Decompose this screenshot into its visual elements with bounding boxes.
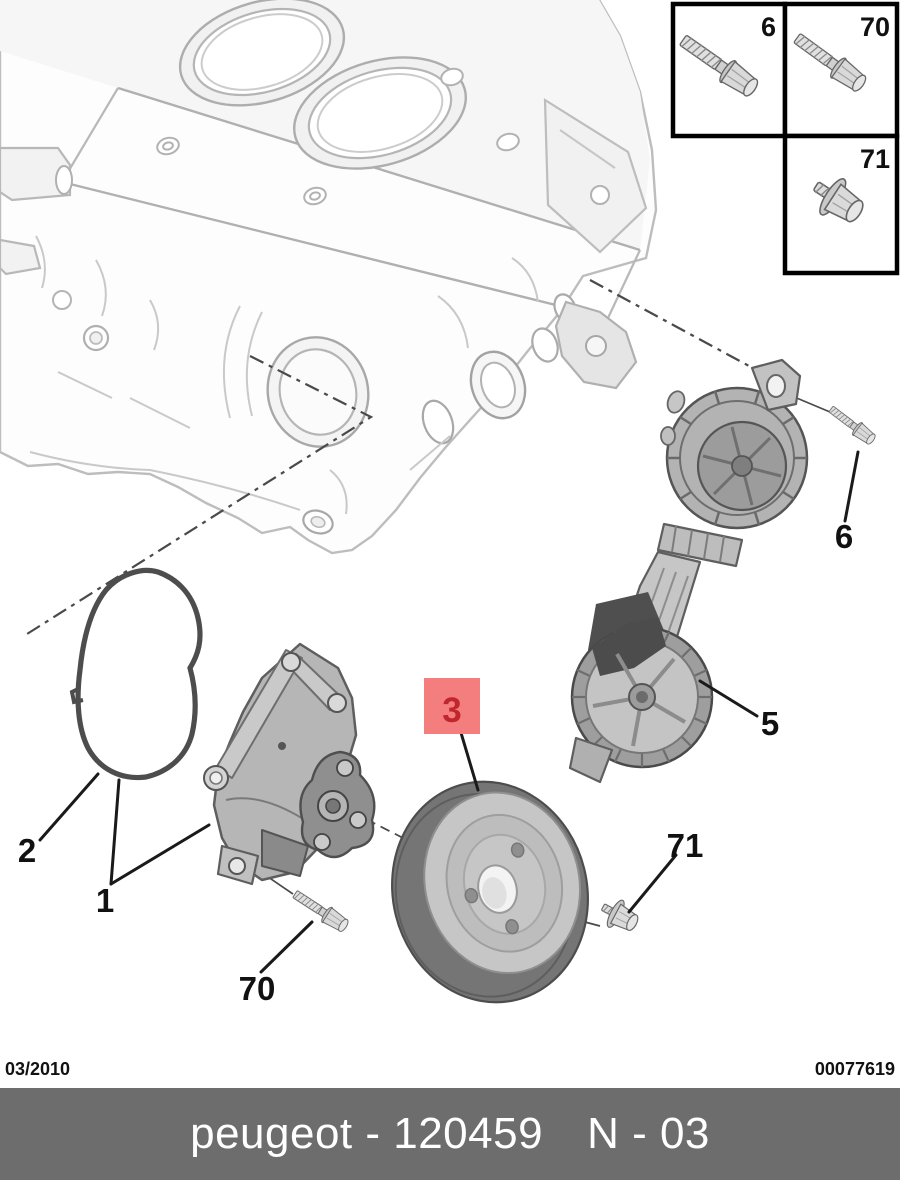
callout-pump-screw[interactable]: 70: [239, 970, 276, 1007]
footer-bar: peugeot - 120459 N - 03: [0, 1088, 900, 1180]
bolt-70-part: [289, 885, 352, 936]
footer-doc-number: 00077619: [814, 1058, 895, 1079]
exploded-parts-diagram: 2 1 70 3 71 5 6 6 70 71: [0, 0, 900, 1007]
gasket-part: [69, 567, 203, 781]
block-texture-lines: [29, 235, 539, 515]
callout-gasket[interactable]: 2: [18, 832, 36, 869]
deck-bolt-holes: [156, 67, 520, 206]
footer-brand-part: peugeot - 120459: [190, 1109, 544, 1158]
footer-date: 03/2010: [5, 1058, 71, 1079]
inset-label-6: 6: [761, 12, 776, 42]
inset-label-71: 71: [860, 144, 890, 174]
callout-water-pump[interactable]: 1: [96, 882, 114, 919]
inset-label-70: 70: [860, 12, 890, 42]
footer-page-ref: N - 03: [587, 1109, 710, 1158]
cylinder-bore-1: [178, 0, 346, 107]
pump-mount-openings: [266, 293, 577, 448]
bolt-6-part: [825, 402, 879, 448]
inset-box-70: [782, 1, 900, 139]
callout-tensioner-bolt[interactable]: 6: [835, 518, 853, 555]
cylinder-bore-2: [293, 56, 467, 170]
highlight-box-pulley[interactable]: [424, 678, 480, 734]
footer-meta-row: 03/2010 00077619: [0, 1050, 900, 1088]
callout-tensioner[interactable]: 5: [761, 705, 779, 742]
pulley-part: [391, 780, 589, 1004]
callout-pulley-highlighted[interactable]: 3: [442, 691, 461, 730]
fastener-inset: 6 70 71: [670, 1, 900, 276]
housing-rib-ticks: [667, 390, 807, 526]
tensioner-part: [568, 358, 809, 784]
callout-pulley-bolt[interactable]: 71: [667, 827, 704, 864]
bolt-71-part: [595, 893, 644, 939]
leader-lines: [38, 450, 860, 974]
water-pump-part: [203, 642, 376, 886]
callout-labels: 2 1 70 3 71 5 6: [18, 518, 853, 1007]
engine-block-illustration: [0, 0, 658, 555]
